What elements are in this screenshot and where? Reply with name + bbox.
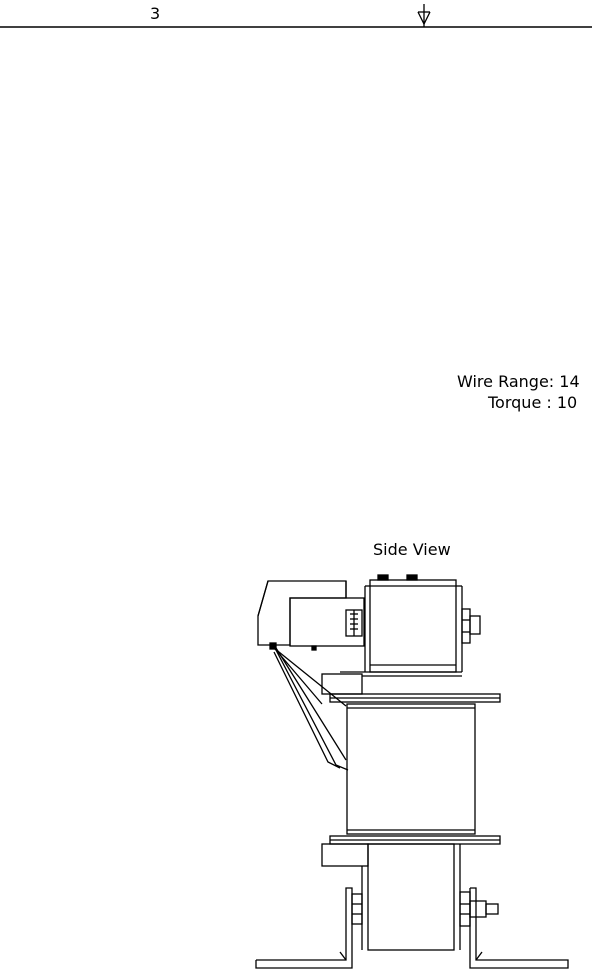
- terminal-box: [257, 580, 365, 651]
- elevation-marker-icon: [417, 4, 431, 27]
- torque-note: Torque : 10: [488, 393, 578, 412]
- lower-left-bolt: [351, 893, 363, 925]
- mounting-feet: [255, 887, 569, 969]
- upper-flange: [321, 671, 501, 703]
- lower-flange: [321, 835, 501, 867]
- top-dimension-number: 3: [150, 4, 161, 23]
- upper-coil: [364, 574, 463, 673]
- lower-coil: [361, 843, 461, 951]
- lead-wires: [269, 642, 349, 771]
- side-view-title: Side View: [373, 540, 451, 559]
- lower-right-bolt: [459, 891, 499, 927]
- upper-right-bolt: [461, 608, 481, 644]
- main-core: [346, 703, 476, 835]
- wire-range-note: Wire Range: 14: [457, 372, 580, 391]
